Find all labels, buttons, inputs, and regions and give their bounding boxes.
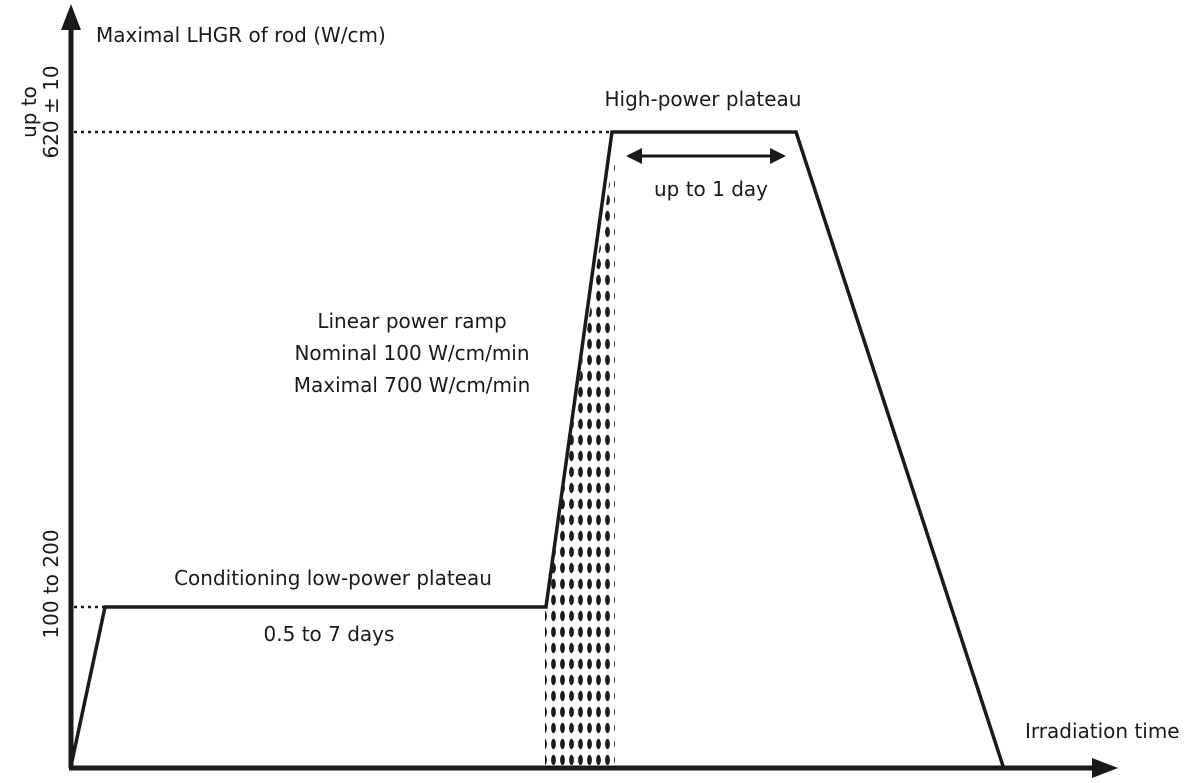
x-axis-arrowhead: [1092, 758, 1118, 778]
y-axis-title: Maximal LHGR of rod (W/cm): [96, 23, 386, 47]
x-axis-title: Irradiation time: [1025, 719, 1180, 743]
ramp-maximal-rate: Maximal 700 W/cm/min: [294, 373, 531, 397]
y-tick-high-line2: 620 ± 10: [39, 65, 63, 158]
ramp-nominal-rate: Nominal 100 W/cm/min: [294, 341, 529, 365]
high-duration-label: up to 1 day: [654, 177, 768, 201]
low-duration-label: 0.5 to 7 days: [264, 622, 395, 646]
high-duration-arrowhead-right: [770, 148, 786, 164]
high-duration-arrowhead-left: [626, 148, 642, 164]
y-tick-high-line1: up to: [17, 86, 41, 138]
ramp-title: Linear power ramp: [317, 309, 506, 333]
y-tick-low: 100 to 200: [39, 529, 63, 638]
y-axis-arrowhead: [61, 4, 81, 30]
high-plateau-label: High-power plateau: [605, 87, 802, 111]
ramp-dotted-region: [545, 165, 615, 765]
low-plateau-label: Conditioning low-power plateau: [174, 566, 492, 590]
power-profile-line: [69, 130, 1005, 767]
